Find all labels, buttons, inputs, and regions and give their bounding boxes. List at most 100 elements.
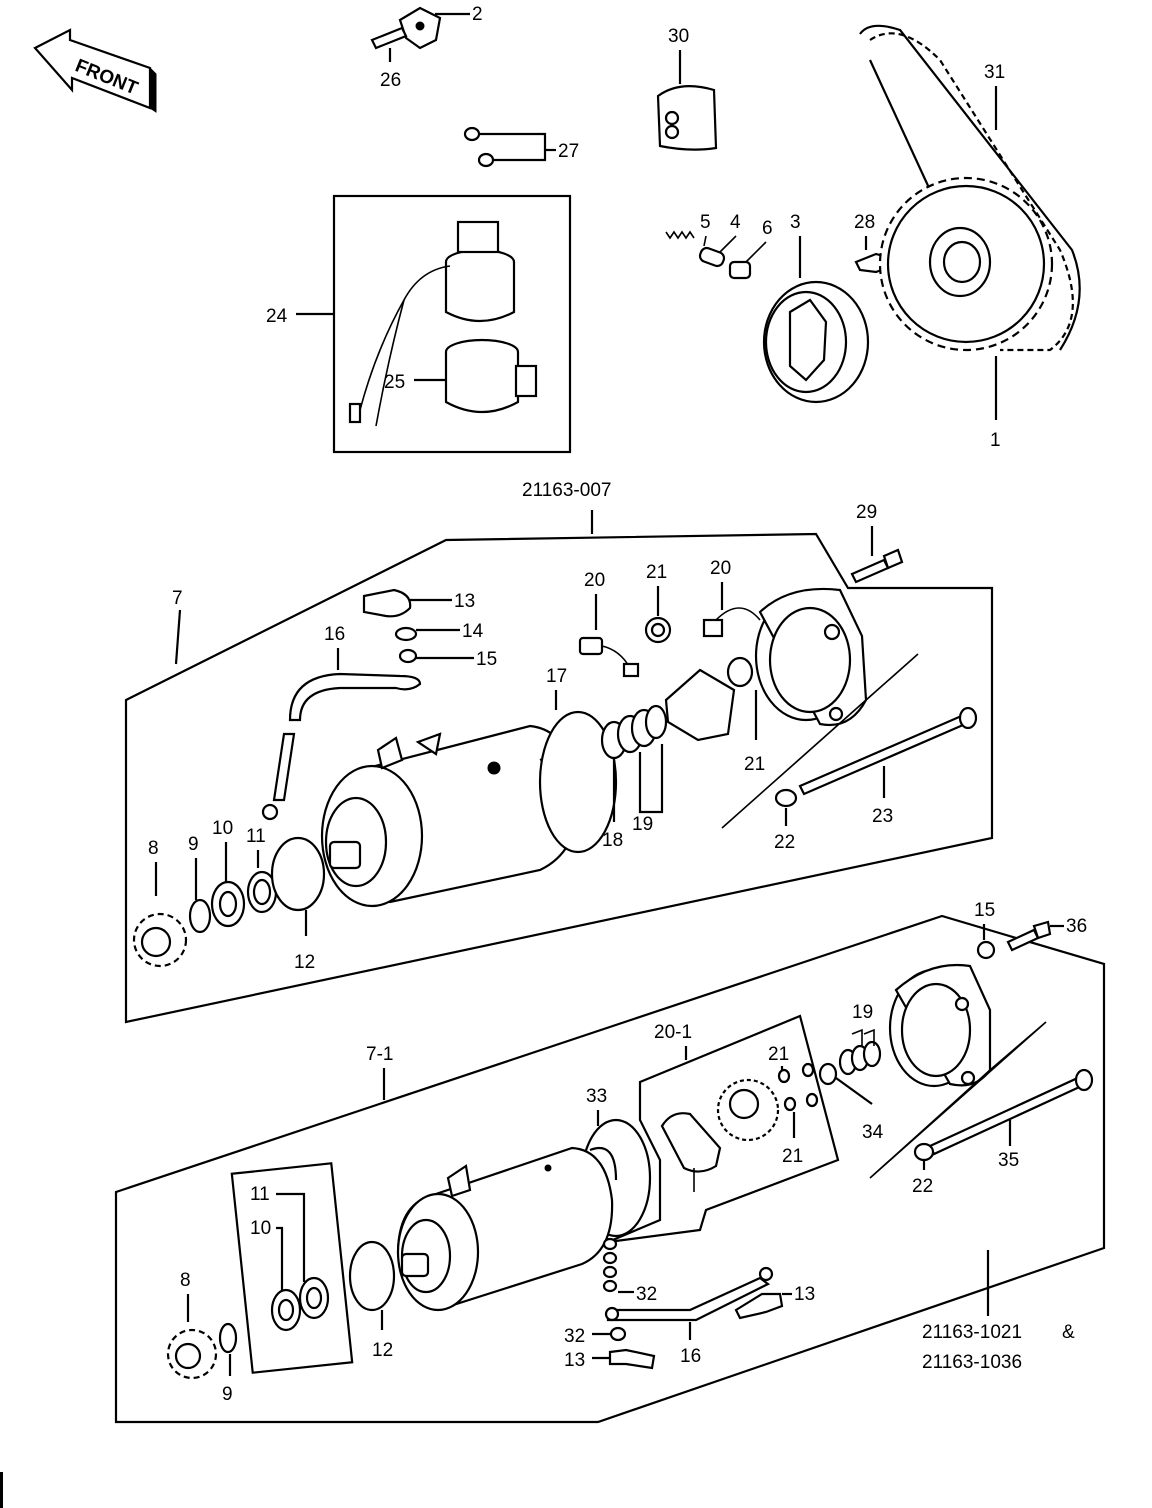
label-8a: 8 xyxy=(148,838,159,859)
part-12-o-ring-b xyxy=(348,1240,396,1312)
label-36: 36 xyxy=(1066,916,1087,937)
label-9b: 9 xyxy=(222,1384,233,1405)
washer-group-box xyxy=(230,1162,354,1374)
label-8b: 8 xyxy=(180,1270,191,1291)
label-16a: 16 xyxy=(324,624,345,645)
label-9a: 9 xyxy=(188,834,199,855)
label-11b: 11 xyxy=(250,1184,270,1205)
part-16-lead-wire-b xyxy=(604,1266,774,1322)
assembly-outline-top xyxy=(124,532,994,1024)
solenoid-box xyxy=(332,194,572,454)
label-1: 1 xyxy=(990,430,1001,451)
part-25-relay-cover xyxy=(444,338,538,413)
label-10b: 10 xyxy=(250,1218,271,1239)
part-4-roller xyxy=(698,246,726,268)
label-33: 33 xyxy=(586,1086,607,1107)
label-4: 4 xyxy=(730,212,741,233)
part-21-spring-b1 xyxy=(777,1068,791,1084)
label-19a: 19 xyxy=(632,814,653,835)
front-arrow-icon: FRONT xyxy=(33,28,157,113)
label-22a: 22 xyxy=(774,832,795,853)
part-23-through-bolt xyxy=(798,706,978,796)
part-34-washer xyxy=(818,1062,838,1086)
label-34: 34 xyxy=(862,1122,884,1143)
label-7-1: 7-1 xyxy=(366,1044,393,1065)
label-12a: 12 xyxy=(294,952,315,973)
label-5: 5 xyxy=(700,212,711,233)
part-32-nuts-stack xyxy=(602,1237,618,1293)
label-6: 6 xyxy=(762,218,773,239)
part-14-washer xyxy=(394,626,418,642)
part-21-spring-b2 xyxy=(801,1062,815,1078)
label-21d: 21 xyxy=(782,1146,803,1167)
part-29-bolt xyxy=(850,548,904,584)
part-20-1-brush-holder xyxy=(660,1078,780,1192)
part-2-bracket xyxy=(370,6,470,50)
label-12b: 12 xyxy=(372,1340,393,1361)
label-7: 7 xyxy=(172,588,183,609)
label-13c: 13 xyxy=(564,1350,585,1371)
part-3-starter-clutch xyxy=(762,280,870,404)
label-13b: 13 xyxy=(794,1284,815,1305)
label-29: 29 xyxy=(856,502,877,523)
label-21b: 21 xyxy=(744,754,765,775)
starter-end-cover-b xyxy=(888,963,992,1088)
part-36-screw xyxy=(1006,920,1052,952)
label-19b: 19 xyxy=(852,1002,873,1023)
part-19-washers-b xyxy=(838,1028,882,1076)
label-28: 28 xyxy=(854,212,875,233)
assembly-outline-bottom xyxy=(114,914,1106,1424)
label-23: 23 xyxy=(872,806,893,827)
label-32a: 32 xyxy=(636,1284,657,1305)
label-22b: 22 xyxy=(912,1176,933,1197)
assembly-bottom-number-1: 21163-1021 xyxy=(922,1322,1022,1343)
part-15-nut xyxy=(398,648,418,664)
part-18-19-washers xyxy=(600,704,668,760)
label-15a: 15 xyxy=(476,649,497,670)
label-35: 35 xyxy=(998,1150,1019,1171)
part-22-washer-b xyxy=(913,1142,935,1162)
part-15-nut-b xyxy=(976,940,996,960)
part-30-rubber-damper xyxy=(656,85,718,151)
label-31: 31 xyxy=(984,62,1005,83)
label-32b: 32 xyxy=(564,1326,585,1347)
part-20-brush-terminal xyxy=(622,662,640,678)
part-5-spring xyxy=(665,230,695,240)
label-14: 14 xyxy=(462,621,484,642)
part-17-o-ring xyxy=(538,710,618,854)
label-18: 18 xyxy=(602,830,623,851)
starter-end-cover xyxy=(754,587,868,727)
label-2: 2 xyxy=(472,4,483,25)
part-6-pin xyxy=(728,260,752,280)
part-27-nuts xyxy=(463,126,556,168)
part-20-brush xyxy=(578,636,604,656)
part-20-brush-2 xyxy=(702,618,724,638)
label-11a: 11 xyxy=(246,826,266,847)
part-22-washer xyxy=(774,788,798,808)
part-31-chain xyxy=(859,24,1081,352)
part-13-terminal xyxy=(362,588,412,618)
assembly-top-number: 21163-007 xyxy=(522,480,611,501)
label-10a: 10 xyxy=(212,818,233,839)
label-17: 17 xyxy=(546,666,567,687)
label-27: 27 xyxy=(558,141,579,162)
label-30: 30 xyxy=(668,26,689,47)
label-26: 26 xyxy=(380,70,401,91)
part-12-o-ring xyxy=(270,836,326,912)
brush-plate xyxy=(664,668,736,742)
label-24: 24 xyxy=(266,306,288,327)
part-7-1-starter-motor xyxy=(396,1146,618,1312)
part-9-circlip-b xyxy=(218,1322,238,1354)
label-15b: 15 xyxy=(974,900,995,921)
label-16b: 16 xyxy=(680,1346,701,1367)
part-9-circlip xyxy=(188,898,212,934)
part-21-spring-2 xyxy=(726,656,754,688)
label-20b: 20 xyxy=(710,558,731,579)
label-13a: 13 xyxy=(454,591,475,612)
part-32-nut-b xyxy=(609,1326,627,1342)
label-21c: 21 xyxy=(768,1044,789,1065)
part-13-terminal-b xyxy=(734,1292,784,1320)
label-21a: 21 xyxy=(646,562,667,583)
label-20a: 20 xyxy=(584,570,605,591)
